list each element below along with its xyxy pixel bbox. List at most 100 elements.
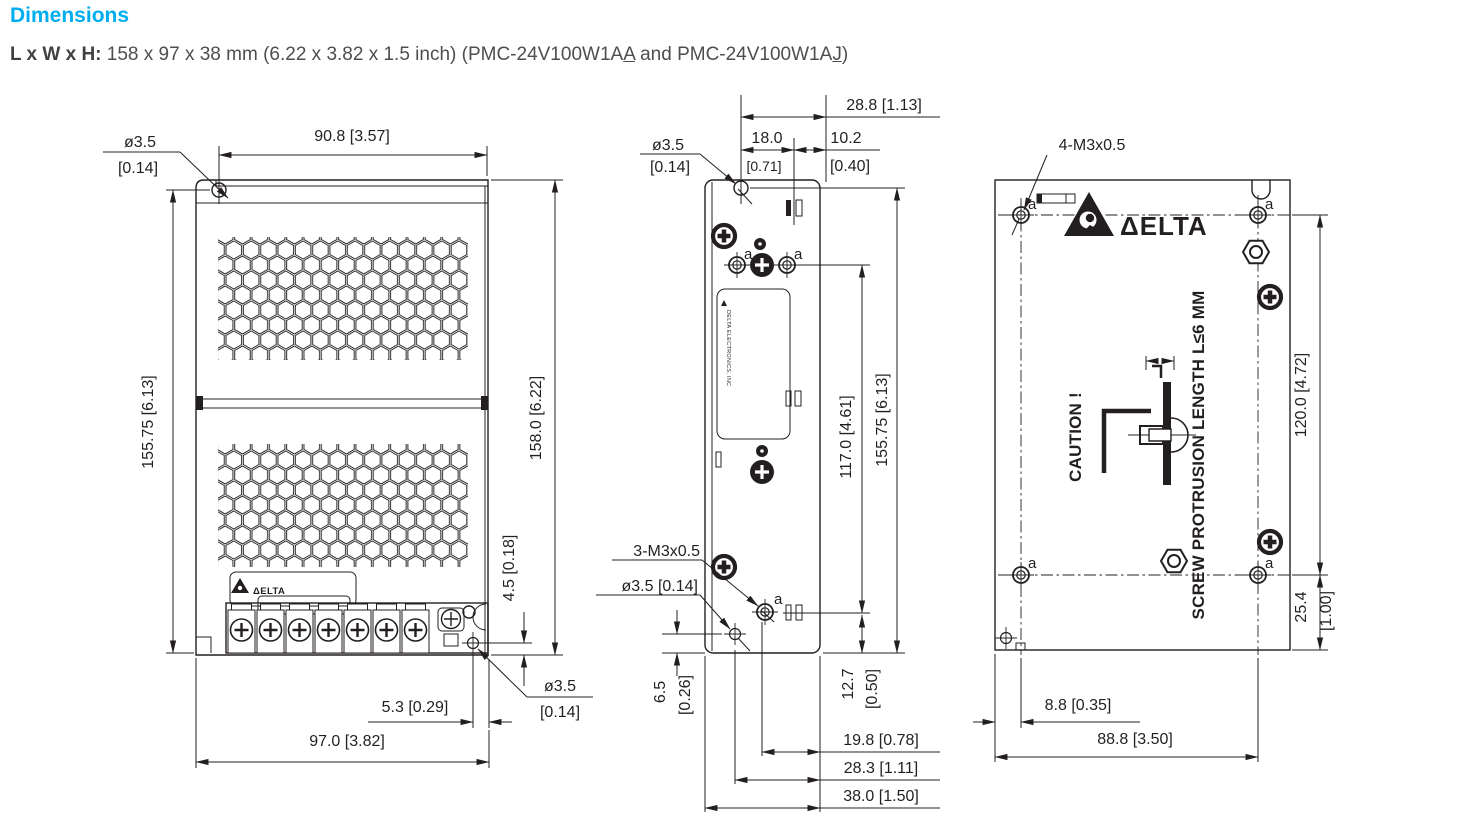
dim-text: [0.14] [118,160,158,177]
dim-text: 6.5 [652,681,669,703]
dim-text: 90.8 [3.57] [314,128,390,145]
dim-back-mount-width: 88.8 [3.50] [994,658,1259,762]
dim-text: [0.14] [540,704,580,721]
dim-text: [0.50] [864,669,881,709]
hole-label-a: a [774,591,783,608]
hole-label-a: a [1265,555,1274,572]
dim-front-bottom-inset: 4.5 [0.18] [483,535,532,686]
pin-icon [756,445,768,457]
front-mount-hole-bottom-icon [461,631,485,655]
dim-text: 5.3 [0.29] [382,699,449,716]
edge-cutout [472,603,487,631]
screw-protrusion-text: SCREW PROTRUSION LENGTH L≤6 MM [1189,291,1208,620]
dim-front-hole-dia: ø3.5 [0.14] [103,134,229,199]
dim-text: ø3.5 [0.14] [622,578,699,595]
dim-text: [0.26] [677,675,694,715]
terminal-screw-icon [284,602,315,655]
led-indicator-hole-icon [462,605,476,619]
case-screw-icon [1259,531,1281,553]
dim-side-bottom-right: 12.7 [0.50] [825,614,881,709]
dim-front-bottom-hole-dia: ø3.5 [0.14] [477,648,593,721]
dim-side-top: 28.8 [1.13] 18.0 [0.71] 10.2 [0.40] [740,95,940,225]
dim-text: 25.4 [1293,591,1310,622]
dim-front-top-width: 90.8 [3.57] [218,128,488,176]
dim-text: 8.8 [0.35] [1045,697,1112,714]
model-a-suffix: A [623,44,635,65]
dim-side-screws-note: 3-M3x0.5 [612,543,775,623]
delta-logo-small-icon: ΔELTA [231,578,285,597]
delta-logo-tiny-icon [721,300,727,306]
terminal-screw-icon [371,602,402,655]
dim-front-right-height: 158.0 [6.22] [491,179,563,656]
dim-back-screws-note: 4-M3x0.5 [1011,137,1126,236]
dim-text: 155.75 [6.13] [874,373,891,466]
dim-text: 158.0 [6.22] [528,376,545,461]
dim-side-hole-dia2: ø3.5 [0.14] [596,578,751,652]
hole-label-a: a [1028,196,1037,213]
dim-text: ø3.5 [652,137,684,154]
hex-nut-icon [1160,548,1188,574]
dim-text: [0.71] [746,158,781,174]
dim-text: 97.0 [3.82] [309,733,385,750]
dim-text: [0.40] [830,158,870,175]
terminal-screw-icon [342,602,373,655]
dim-text: ø3.5 [544,678,576,695]
case-screw-icon [713,556,735,578]
dim-side-bottom-left: 6.5 [0.26] [652,610,722,715]
page-title: Dimensions [10,4,130,27]
hole-label-a: a [744,246,753,263]
hole-label-a: a [1265,196,1274,213]
front-chassis-outline [195,179,489,656]
delta-logo-icon: ΔELTA [1064,192,1208,241]
dim-text: 3-M3x0.5 [633,543,700,560]
dim-text: 38.0 [1.50] [843,788,919,805]
dim-text: 155.75 [6.13] [140,375,157,468]
terminal-screw-icon [226,602,257,655]
dim-front-total-width: 97.0 [3.82] [195,658,490,768]
dim-text: 88.8 [3.50] [1097,731,1173,748]
hole-label-a: a [794,246,803,263]
back-chassis-outline [994,179,1291,651]
caution-graphic: CAUTION ! SCREW PROTRUSION LENGTH L≤6 MM [1066,291,1208,620]
dim-text: 19.8 [0.78] [843,732,919,749]
dim-back-right-height: 120.0 [4.72] [1292,214,1328,576]
case-screw-icon [713,225,735,247]
front-label-plate [229,571,357,607]
terminal-screw-icon [255,602,286,655]
dim-front-screw-offset: 5.3 [0.29] [368,652,512,728]
case-screw-icon [748,458,776,486]
brand-wordmark-small: ΔELTA [253,586,285,597]
dim-text: 10.2 [830,130,861,147]
side-mount-hole-top-icon [733,172,749,204]
side-chassis-outline [704,179,821,654]
hex-nut-icon [1242,239,1270,265]
vent-grille-top [218,237,468,360]
dim-text: 18.0 [751,130,782,147]
model-j-text: and PMC-24V100W1A [634,44,833,65]
dim-text: 4-M3x0.5 [1059,137,1126,154]
brand-wordmark: ΔELTA [1120,211,1208,241]
voltage-adjust-pot-icon [437,607,465,647]
pin-icon [754,238,766,250]
dim-text: [1.00] [1318,591,1335,631]
hole-label-a: a [1028,555,1037,572]
caution-text: CAUTION ! [1066,392,1085,482]
dim-text: 4.5 [0.18] [501,535,518,602]
dim-text: 117.0 [4.61] [838,395,855,478]
dim-side-total-height: 155.75 [6.13] [750,187,905,654]
lwh-label: L x W x H: [10,44,102,65]
subtitle-close: ) [841,44,849,65]
dim-text: 12.7 [840,668,857,699]
case-screw-icon [1259,286,1281,308]
model-j-suffix: J [832,44,842,65]
dim-text: ø3.5 [124,134,156,151]
back-corner-hole-icon [994,626,1018,650]
lwh-value: 158 x 97 x 38 mm (6.22 x 3.82 x 1.5 inch… [101,44,624,65]
top-notch [1251,180,1271,200]
product-label [716,288,791,440]
dim-text: 28.3 [1.11] [844,760,918,777]
vent-grille-bottom [218,444,468,567]
front-view: ΔELTA ø3.5 [0.14] 90.8 [3.57] 155.75 [103,128,593,768]
chassis-seam [196,396,488,410]
